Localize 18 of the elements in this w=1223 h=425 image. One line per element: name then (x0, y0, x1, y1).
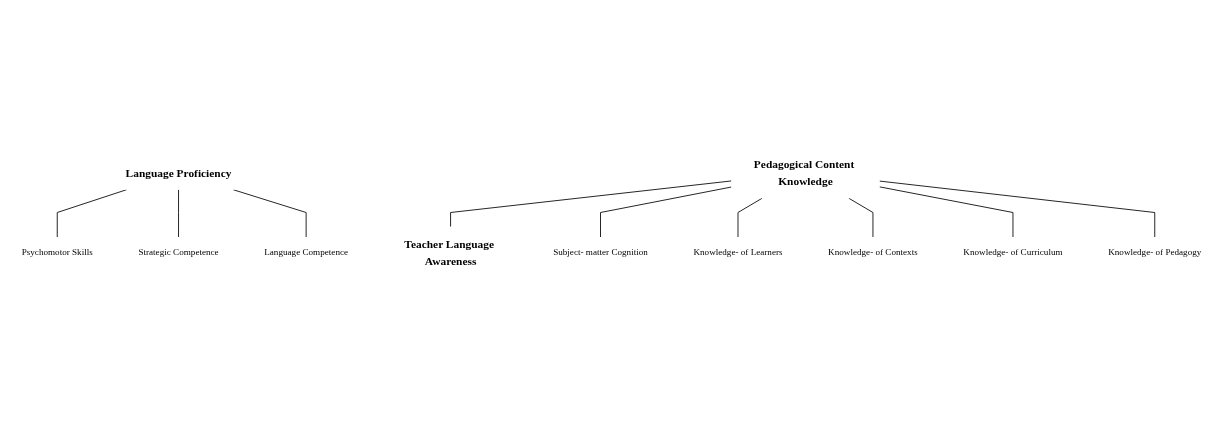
connector (600, 186, 732, 238)
node-text: Knowledge- of Curriculum (963, 247, 1063, 257)
node-text: Language Competence (264, 247, 349, 257)
node-text: Knowledge- of Pedagogy (1108, 247, 1202, 257)
node-text: Strategic Competence (138, 247, 219, 257)
connector (178, 189, 179, 238)
connector (879, 180, 1156, 238)
node-text: Knowledge- of Learners (693, 247, 783, 257)
node-text: Teacher Language Awareness (404, 237, 494, 268)
connector (232, 189, 307, 238)
node-text: Knowledge- of Contexts (828, 247, 918, 257)
node-text: Psychomotor Skills (21, 247, 93, 257)
connector (879, 186, 1014, 238)
node-text: Subject- matter Cognition (553, 247, 648, 257)
connector (56, 189, 127, 238)
node-text: Language Proficiency (125, 166, 232, 179)
connector (450, 180, 732, 228)
node-text: Pedagogical Content Knowledge (753, 157, 855, 188)
